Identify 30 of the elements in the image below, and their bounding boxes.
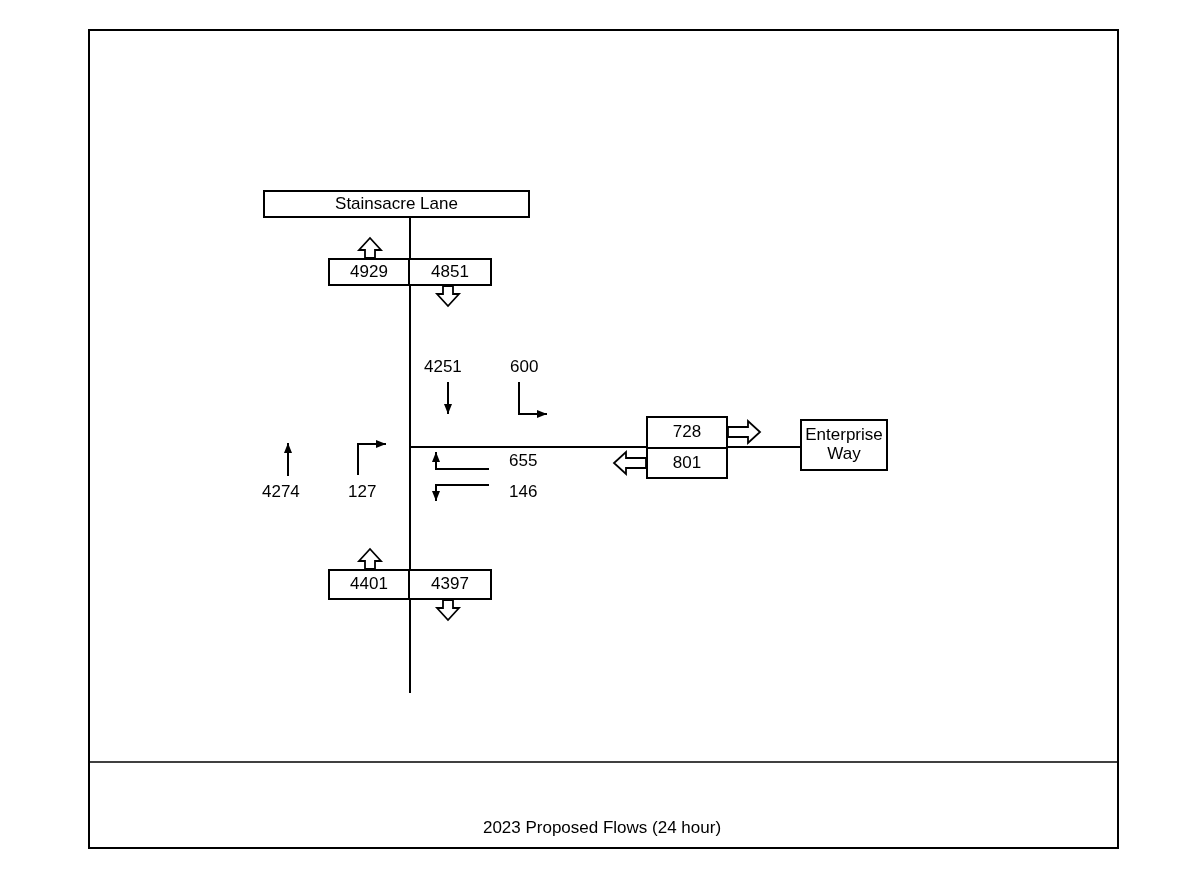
flow-count: 146 <box>509 482 538 502</box>
flow-count-box <box>408 258 492 286</box>
flow-count-box <box>646 447 728 479</box>
flow-arrow <box>434 285 462 308</box>
box-label: Enterprise Way <box>804 426 884 464</box>
road-name-box <box>263 190 530 218</box>
flow-count: 655 <box>509 451 538 471</box>
flow-arrow <box>356 547 384 570</box>
flow-count-box <box>328 258 410 286</box>
flow-count: 127 <box>348 482 377 502</box>
flow-arrow <box>434 599 462 622</box>
box-label: 801 <box>672 453 702 473</box>
caption: 2023 Proposed Flows (24 hour) <box>481 818 723 838</box>
flow-count: 4251 <box>424 357 462 377</box>
flow-arrow <box>612 449 647 477</box>
box-label: 4401 <box>350 575 388 594</box>
flow-count: 600 <box>510 357 539 377</box>
flow-count: 4274 <box>262 482 300 502</box>
box-label: 4851 <box>431 262 469 282</box>
flow-count-box <box>328 569 410 600</box>
box-label: 4929 <box>350 262 388 282</box>
road-line <box>409 217 411 694</box>
flow-count-box <box>408 569 492 600</box>
box-label: 4397 <box>431 575 469 594</box>
road-name-box <box>800 419 888 471</box>
box-label: 728 <box>672 423 702 442</box>
flow-arrow <box>356 236 384 259</box>
flow-count-box <box>646 416 728 449</box>
flow-arrow <box>727 418 762 446</box>
box-label: Stainsacre Lane <box>335 194 458 214</box>
